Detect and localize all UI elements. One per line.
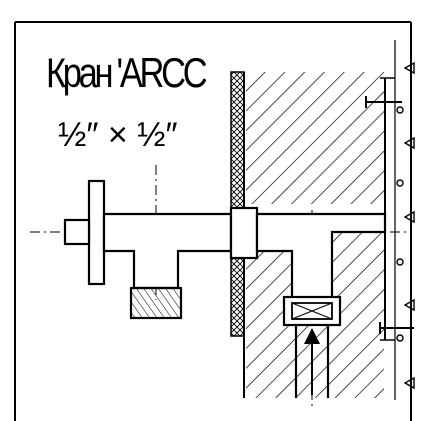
wall-finish bbox=[365, 40, 414, 400]
union-nut bbox=[282, 295, 342, 327]
drawing-frame bbox=[14, 21, 412, 421]
inlet-pipe bbox=[294, 325, 330, 398]
size-label: ½″ × ½″ bbox=[58, 116, 178, 154]
diagram-title: Кран 'ARCC bbox=[46, 49, 208, 96]
wall-markers bbox=[396, 61, 415, 390]
flow-arrow bbox=[304, 328, 320, 395]
insulation-layer bbox=[230, 71, 245, 337]
valve-body bbox=[63, 179, 387, 302]
wall-section bbox=[243, 72, 384, 398]
outlet-fitting bbox=[129, 286, 183, 320]
